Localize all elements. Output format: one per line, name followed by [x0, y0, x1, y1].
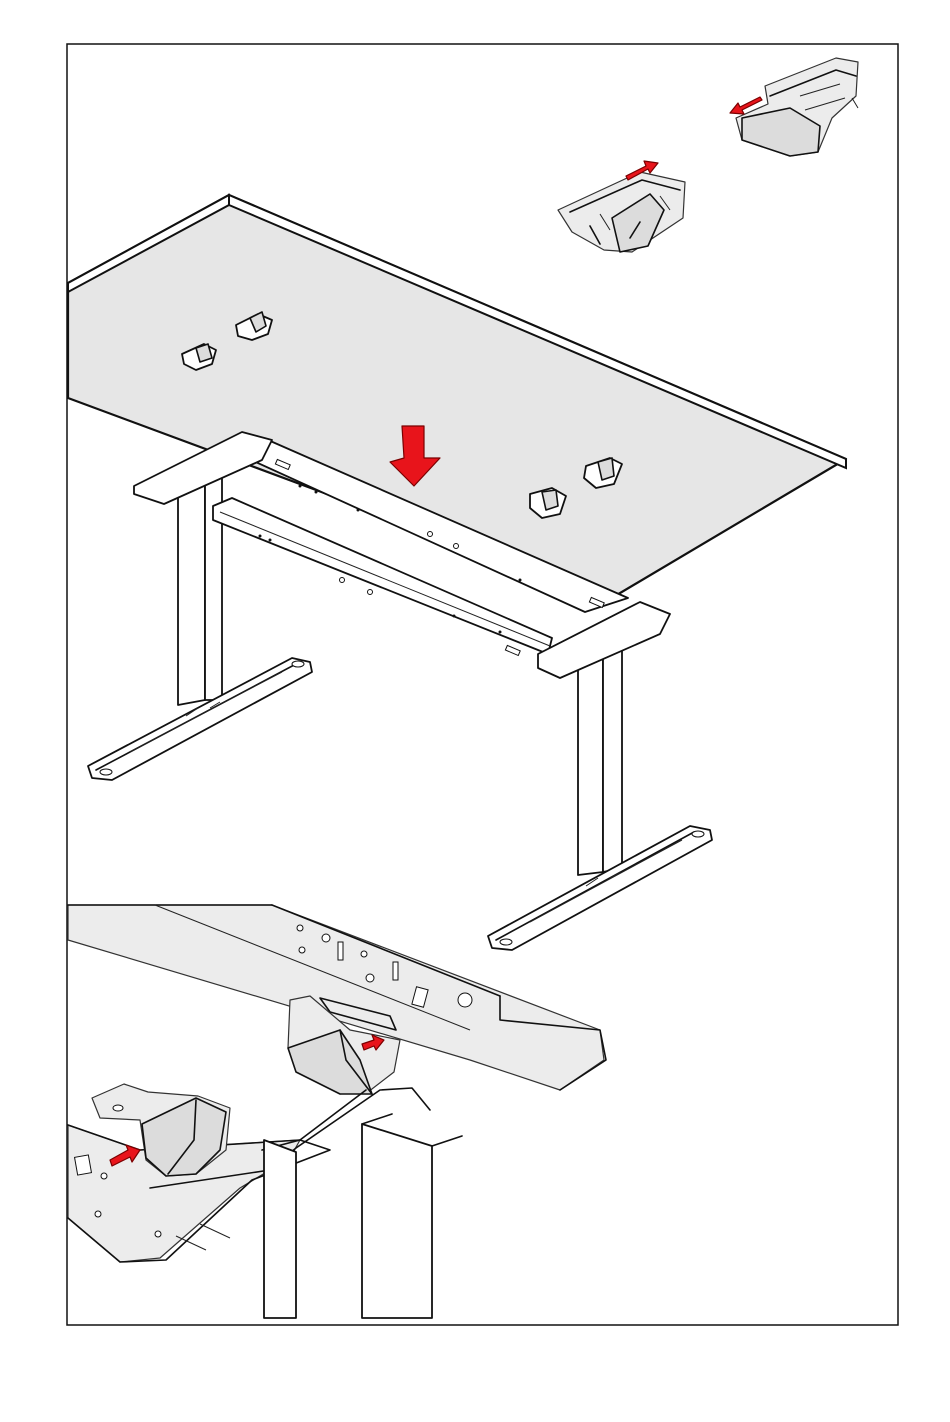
- detail-zoom: [68, 905, 606, 1318]
- detail-leg-right: [362, 1124, 432, 1318]
- bracket-closeup-b: [736, 58, 858, 156]
- detail-leg-left: [264, 1140, 296, 1318]
- left-leg: [178, 462, 205, 705]
- right-leg: [578, 642, 603, 875]
- tabletop-bracket-4: [530, 488, 566, 518]
- bracket-closeup-a: [558, 172, 685, 252]
